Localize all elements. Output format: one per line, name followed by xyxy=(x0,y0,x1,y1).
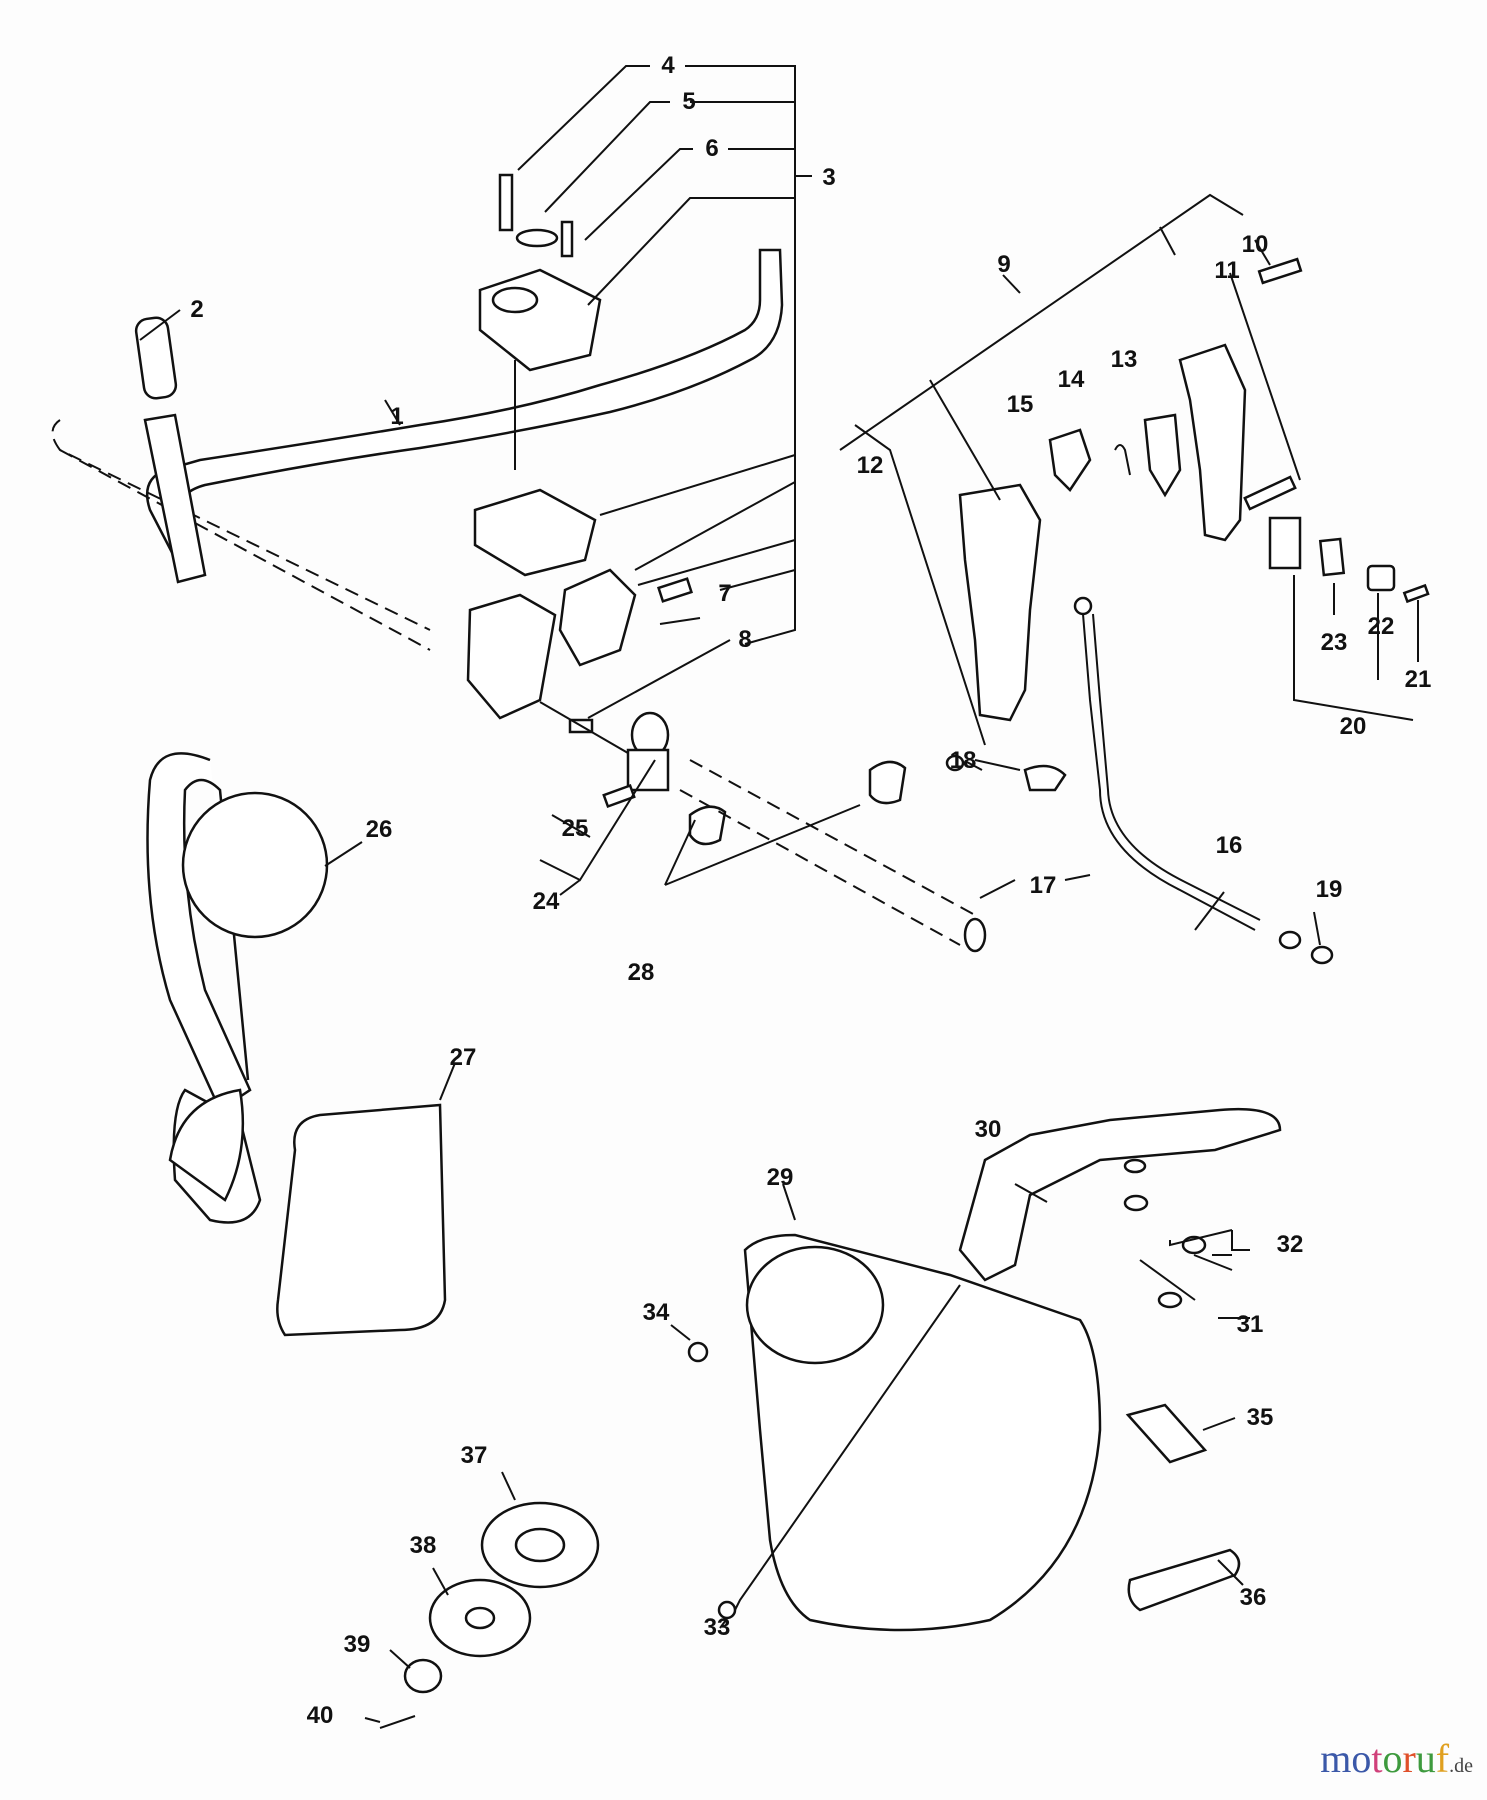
part-label-28: 28 xyxy=(627,959,655,986)
logo-letter: m xyxy=(1320,1736,1352,1781)
part-label-2: 2 xyxy=(190,296,204,323)
part-label-33: 33 xyxy=(703,1614,731,1641)
part-label-39: 39 xyxy=(343,1631,371,1658)
part-label-10: 10 xyxy=(1241,231,1269,258)
part-label-35: 35 xyxy=(1246,1404,1274,1431)
part-label-15: 15 xyxy=(1006,391,1034,418)
motoruf-watermark-logo: motoruf.de xyxy=(1320,1735,1473,1782)
part-label-20: 20 xyxy=(1339,713,1367,740)
part-label-14: 14 xyxy=(1057,366,1085,393)
part-label-22: 22 xyxy=(1367,613,1395,640)
part-label-40: 40 xyxy=(306,1702,334,1729)
part-label-12: 12 xyxy=(856,452,884,479)
part-label-25: 25 xyxy=(561,815,589,842)
cutting-guard xyxy=(687,1108,1282,1632)
part-label-4: 4 xyxy=(661,52,675,79)
shoulder-harness xyxy=(146,752,329,1224)
part-label-38: 38 xyxy=(409,1532,437,1559)
part-label-32: 32 xyxy=(1276,1231,1304,1258)
part-label-37: 37 xyxy=(460,1442,488,1469)
part-label-36: 36 xyxy=(1239,1584,1267,1611)
part-label-30: 30 xyxy=(974,1116,1002,1143)
throttle-handle-assembly xyxy=(945,257,1430,772)
part-label-23: 23 xyxy=(1320,629,1348,656)
part-label-34: 34 xyxy=(642,1299,670,1326)
part-label-29: 29 xyxy=(766,1164,794,1191)
part-label-21: 21 xyxy=(1404,666,1432,693)
logo-letter: o xyxy=(1382,1736,1403,1781)
part-label-18: 18 xyxy=(949,747,977,774)
trimmer-head xyxy=(379,1501,600,1729)
part-label-7: 7 xyxy=(718,580,732,607)
clamp-assembly xyxy=(466,173,987,953)
throttle-cable xyxy=(1023,596,1334,965)
part-label-17: 17 xyxy=(1029,872,1057,899)
logo-letter: u xyxy=(1415,1736,1436,1781)
part-label-19: 19 xyxy=(1315,876,1343,903)
part-label-31: 31 xyxy=(1236,1311,1264,1338)
grip-part xyxy=(134,316,178,400)
part-label-13: 13 xyxy=(1110,346,1138,373)
part-label-27: 27 xyxy=(449,1044,477,1071)
leader-lines xyxy=(139,65,1419,1723)
part-label-26: 26 xyxy=(365,816,393,843)
part-label-6: 6 xyxy=(705,135,719,162)
part-label-24: 24 xyxy=(532,888,560,915)
part-label-16: 16 xyxy=(1215,832,1243,859)
debris-flap-part xyxy=(276,1103,447,1337)
part-label-9: 9 xyxy=(997,251,1011,278)
logo-letter: o xyxy=(1351,1736,1372,1781)
part-label-8: 8 xyxy=(738,626,752,653)
logo-letter: r xyxy=(1402,1736,1416,1781)
part-label-5: 5 xyxy=(682,88,696,115)
logo-tld: .de xyxy=(1449,1755,1473,1777)
handlebar-part xyxy=(51,248,784,651)
logo-letter: t xyxy=(1371,1736,1383,1781)
part-label-11: 11 xyxy=(1214,257,1240,284)
part-label-1: 1 xyxy=(390,403,404,430)
logo-letter: f xyxy=(1435,1736,1450,1781)
part-label-3: 3 xyxy=(822,164,836,191)
